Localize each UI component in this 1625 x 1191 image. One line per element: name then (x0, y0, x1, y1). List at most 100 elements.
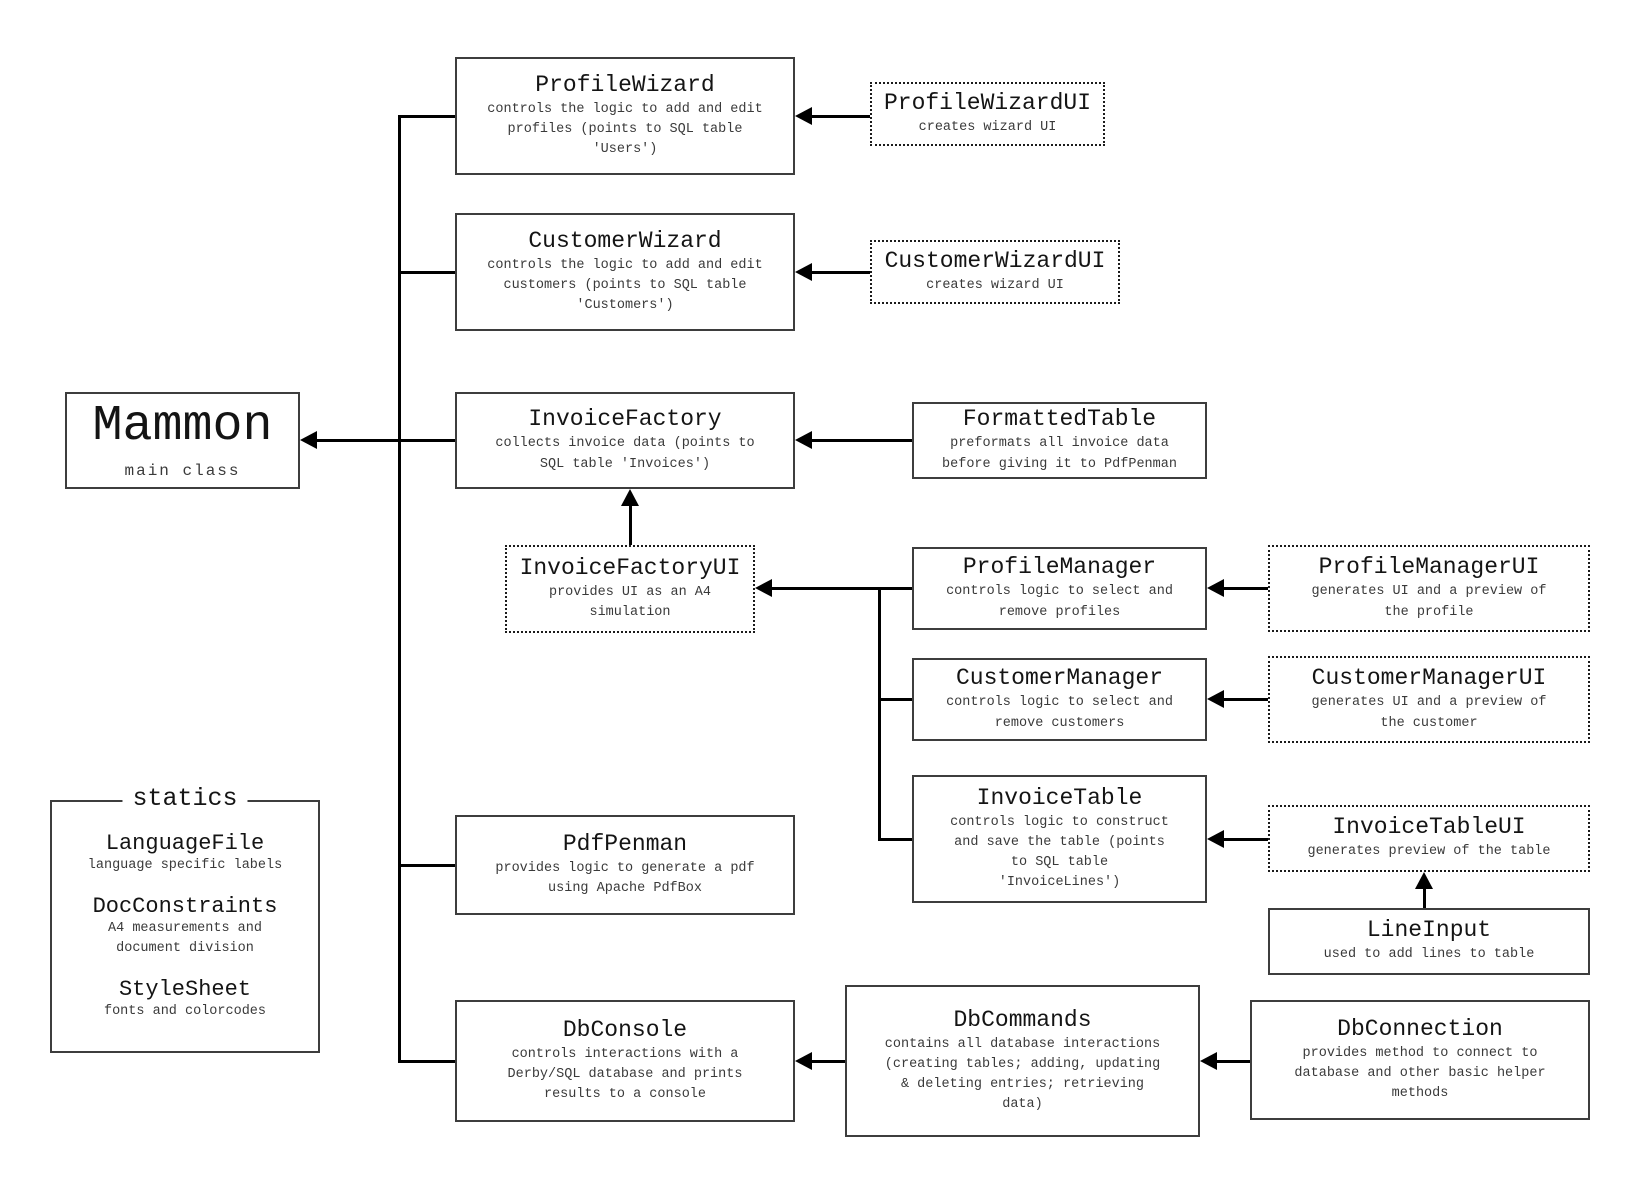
statics-item-title: DocConstraints (92, 893, 278, 919)
arrowhead-into-invoice-factory (795, 431, 812, 449)
trunk-line-vertical (398, 115, 401, 1063)
node-title: CustomerWizardUI (884, 247, 1106, 274)
arrowhead-into-invoice-factory-bottom (621, 489, 639, 506)
arrow-line-dbcommands-to-dbconsole (811, 1060, 845, 1063)
arrowhead-into-db-console (795, 1052, 812, 1070)
arrow-line-customerwizardui-to-customerwizard (811, 271, 870, 274)
node-profile-manager-ui: ProfileManagerUI generates UI and a prev… (1268, 545, 1590, 632)
node-line-input: LineInput used to add lines to table (1268, 908, 1590, 975)
node-desc: controls the logic to add and edit profi… (487, 101, 763, 158)
arrowhead-into-profile-manager (1207, 579, 1224, 597)
node-title: DbConnection (1337, 1015, 1503, 1042)
branch-to-pdf-penman (401, 864, 455, 867)
node-desc: controls logic to select and remove cust… (946, 695, 1173, 731)
node-formatted-table: FormattedTable preformats all invoice da… (912, 402, 1207, 479)
node-profile-wizard-ui: ProfileWizardUI creates wizard UI (870, 82, 1105, 146)
branch-to-invoice-table (878, 838, 912, 841)
node-db-connection: DbConnection provides method to connect … (1250, 1000, 1590, 1120)
node-invoice-factory: InvoiceFactory collects invoice data (po… (455, 392, 795, 489)
arrow-line-dbconnection-to-dbcommands (1216, 1060, 1250, 1063)
node-title: FormattedTable (962, 406, 1157, 433)
node-db-commands: DbCommands contains all database interac… (845, 985, 1200, 1137)
arrowhead-into-customer-manager (1207, 690, 1224, 708)
arrowhead-into-invoice-factory-ui (755, 579, 772, 597)
arrow-line-lineinput-to-invoicetableui (1423, 889, 1426, 908)
node-title: InvoiceFactoryUI (519, 554, 741, 581)
node-title: DbConsole (562, 1016, 688, 1043)
node-customer-wizard-ui: CustomerWizardUI creates wizard UI (870, 240, 1120, 304)
statics-group-title: statics (122, 784, 248, 813)
arrowhead-into-invoice-table-ui (1415, 872, 1433, 889)
node-title: ProfileManagerUI (1318, 554, 1540, 581)
node-desc: generates UI and a preview of the profil… (1311, 584, 1547, 620)
statics-item-desc: language specific labels (87, 857, 283, 873)
node-desc: provides UI as an A4 simulation (548, 584, 712, 620)
node-invoice-table-ui: InvoiceTableUI generates preview of the … (1268, 805, 1590, 872)
node-desc: controls logic to construct and save the… (950, 814, 1169, 891)
branch-to-customer-manager (878, 698, 912, 701)
node-desc: generates preview of the table (1307, 844, 1551, 860)
node-db-console: DbConsole controls interactions with a D… (455, 1000, 795, 1122)
node-desc: main class (124, 462, 241, 480)
node-desc: creates wizard UI (926, 277, 1064, 293)
node-title: CustomerManager (955, 665, 1164, 692)
node-desc: controls interactions with a Derby/SQL d… (507, 1046, 743, 1103)
arrow-line-invoicefactoryui-to-invoicefactory (629, 506, 632, 545)
statics-item-desc: fonts and colorcodes (103, 1004, 267, 1020)
node-title: InvoiceFactory (528, 406, 722, 433)
arrow-line-customermanagerui-to-customermanager (1223, 698, 1268, 701)
node-title: PdfPenman (562, 830, 688, 857)
node-title: InvoiceTable (976, 784, 1143, 811)
node-desc: generates UI and a preview of the custom… (1311, 695, 1547, 731)
node-profile-manager: ProfileManager controls logic to select … (912, 547, 1207, 630)
arrowhead-into-customer-wizard (795, 263, 812, 281)
statics-item-style-sheet: StyleSheet fonts and colorcodes (104, 977, 266, 1022)
node-desc: preformats all invoice data before givin… (942, 436, 1177, 472)
statics-item-title: LanguageFile (105, 830, 265, 856)
statics-item-doc-constraints: DocConstraints A4 measurements and docum… (93, 894, 278, 960)
node-desc: collects invoice data (points to SQL tab… (495, 436, 755, 472)
node-profile-wizard: ProfileWizard controls the logic to add … (455, 57, 795, 175)
node-desc: provides logic to generate a pdf using A… (495, 860, 755, 896)
arrow-line-profilemanagerui-to-profilemanager (1223, 587, 1268, 590)
arrowhead-into-profile-wizard (795, 107, 812, 125)
node-desc: creates wizard UI (918, 119, 1057, 135)
statics-item-language-file: LanguageFile language specific labels (88, 831, 282, 876)
node-title: ProfileManager (962, 554, 1157, 581)
branch-to-invoice-factory (401, 439, 455, 442)
branch-to-db-console (401, 1060, 455, 1063)
arrowhead-into-mammon (300, 431, 317, 449)
node-invoice-factory-ui: InvoiceFactoryUI provides UI as an A4 si… (505, 545, 755, 633)
statics-group: statics LanguageFile language specific l… (50, 784, 320, 1053)
branch-to-customer-wizard (401, 271, 455, 274)
arrow-line-trunk-to-mammon (314, 439, 401, 442)
node-title: ProfileWizardUI (883, 89, 1092, 116)
node-title: CustomerManagerUI (1311, 665, 1547, 692)
arrow-line-managers-to-invoicefactoryui (771, 587, 912, 590)
node-title: CustomerWizard (528, 227, 722, 254)
arrowhead-into-invoice-table (1207, 830, 1224, 848)
node-mammon: Mammon main class (65, 392, 300, 489)
manager-tree-vertical (878, 587, 881, 841)
node-title: Mammon (92, 398, 273, 455)
node-desc: used to add lines to table (1323, 947, 1535, 963)
node-customer-manager-ui: CustomerManagerUI generates UI and a pre… (1268, 656, 1590, 743)
arrowhead-into-db-commands (1200, 1052, 1217, 1070)
node-desc: controls the logic to add and edit custo… (487, 257, 763, 314)
node-desc: controls logic to select and remove prof… (946, 584, 1173, 620)
statics-item-desc: A4 measurements and document division (108, 920, 262, 956)
node-pdf-penman: PdfPenman provides logic to generate a p… (455, 815, 795, 915)
branch-to-profile-wizard (401, 115, 455, 118)
node-title: DbCommands (953, 1006, 1092, 1033)
arrow-line-invoicetableui-to-invoicetable (1223, 838, 1268, 841)
node-desc: provides method to connect to database a… (1294, 1045, 1546, 1102)
node-customer-manager: CustomerManager controls logic to select… (912, 658, 1207, 741)
node-customer-wizard: CustomerWizard controls the logic to add… (455, 213, 795, 331)
node-desc: contains all database interactions (crea… (884, 1036, 1161, 1113)
node-title: LineInput (1366, 917, 1492, 944)
arrow-line-profilewizardui-to-profilewizard (811, 115, 870, 118)
statics-item-title: StyleSheet (118, 977, 252, 1003)
node-title: ProfileWizard (535, 71, 715, 98)
node-title: InvoiceTableUI (1332, 814, 1526, 841)
